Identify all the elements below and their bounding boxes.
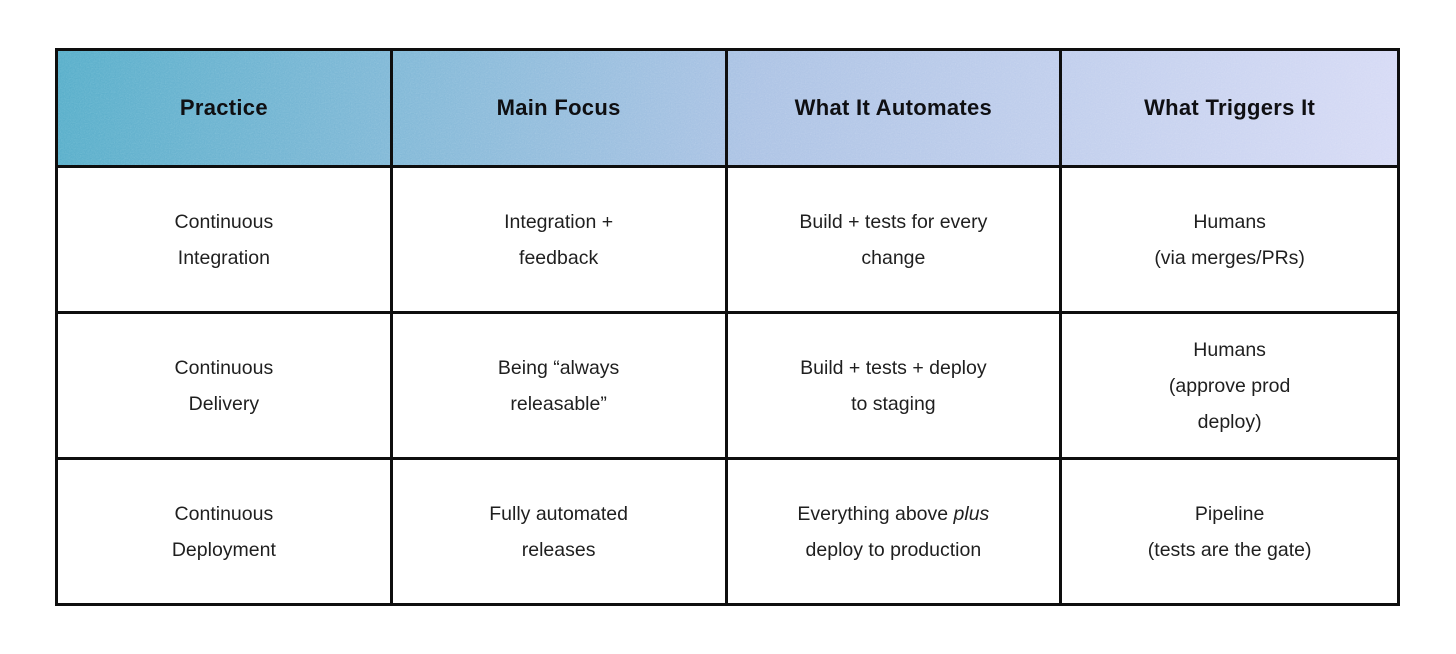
automates-value: Build + tests + deploy to staging: [800, 356, 987, 415]
cell-triggers: Pipeline (tests are the gate): [1062, 460, 1397, 603]
cell-automates: Build + tests for every change: [728, 168, 1063, 311]
column-header-label: Main Focus: [496, 95, 621, 120]
triggers-value: Pipeline (tests are the gate): [1147, 502, 1312, 561]
practice-value: Continuous Integration: [174, 210, 274, 269]
header-cell-what-triggers-it: What Triggers It: [1062, 51, 1397, 165]
automates-value: Build + tests for every change: [799, 210, 988, 269]
column-header-label: What It Automates: [794, 95, 993, 120]
practice-value: Continuous Delivery: [174, 356, 274, 415]
practice-value: Continuous Deployment: [171, 502, 276, 561]
automates-text-post: deploy to production: [805, 538, 982, 561]
cell-practice: Continuous Deployment: [58, 460, 393, 603]
table-header-row: Practice Main Focus What It Automates Wh…: [58, 51, 1397, 168]
focus-value: Integration + feedback: [504, 210, 614, 269]
column-header-label: What Triggers It: [1144, 95, 1316, 120]
column-header-label: Practice: [179, 95, 268, 120]
table-row-continuous-integration: Continuous Integration Integration + fee…: [58, 168, 1397, 314]
header-cell-main-focus: Main Focus: [393, 51, 728, 165]
triggers-value: Humans (approve prod deploy): [1168, 338, 1291, 433]
cell-practice: Continuous Integration: [58, 168, 393, 311]
automates-text-italic: plus: [953, 502, 990, 525]
header-cell-practice: Practice: [58, 51, 393, 165]
cell-main-focus: Being “always releasable”: [393, 314, 728, 457]
table-row-continuous-deployment: Continuous Deployment Fully automated re…: [58, 460, 1397, 603]
cell-automates: Build + tests + deploy to staging: [728, 314, 1063, 457]
cell-practice: Continuous Delivery: [58, 314, 393, 457]
triggers-value: Humans (via merges/PRs): [1154, 210, 1305, 269]
automates-text-pre: Everything above: [797, 502, 954, 525]
focus-value: Fully automated releases: [489, 502, 628, 561]
automates-value: Everything above plus deploy to producti…: [797, 496, 989, 568]
focus-value: Being “always releasable”: [497, 356, 620, 415]
cell-main-focus: Fully automated releases: [393, 460, 728, 603]
cell-triggers: Humans (approve prod deploy): [1062, 314, 1397, 457]
cell-triggers: Humans (via merges/PRs): [1062, 168, 1397, 311]
cell-automates: Everything above plus deploy to producti…: [728, 460, 1063, 603]
table-row-continuous-delivery: Continuous Delivery Being “always releas…: [58, 314, 1397, 460]
header-cell-what-it-automates: What It Automates: [728, 51, 1063, 165]
cicd-comparison-table: Practice Main Focus What It Automates Wh…: [55, 48, 1400, 606]
cell-main-focus: Integration + feedback: [393, 168, 728, 311]
